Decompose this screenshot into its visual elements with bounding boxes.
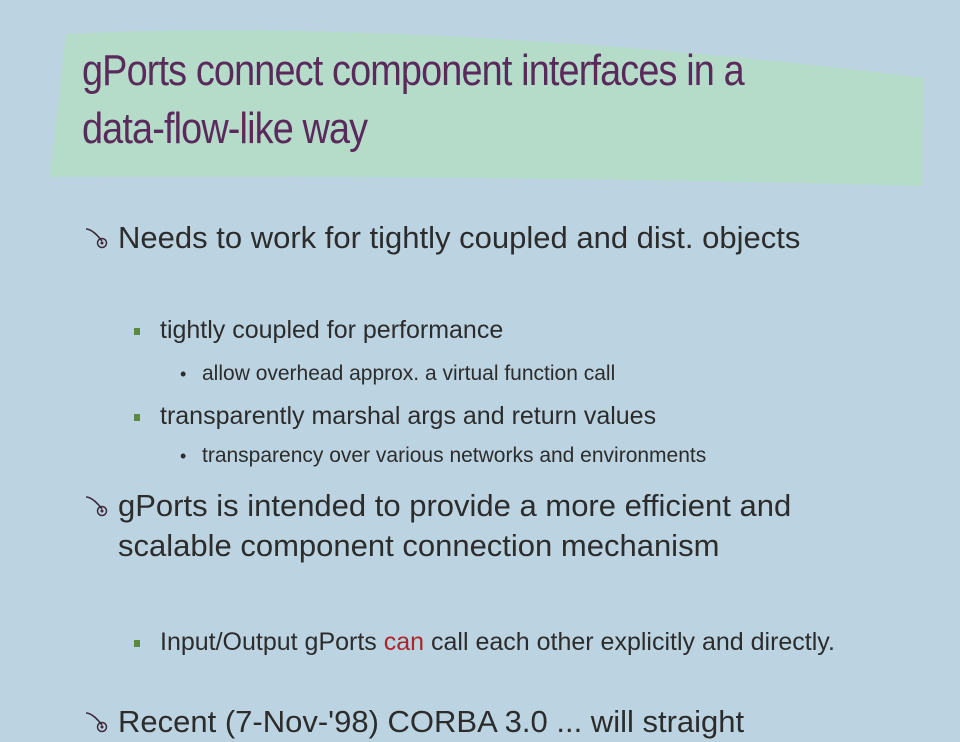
sub-sub-bullet-text: transparency over various networks and e… <box>202 444 707 467</box>
pen-nib-icon <box>85 712 108 733</box>
sub-bullet-text: transparently marshal args and return va… <box>160 402 657 430</box>
bullet-item: Needs to work for tightly coupled and di… <box>85 218 878 258</box>
sub-bullet-text-after: call each other explicitly and directly. <box>424 628 835 656</box>
slide: gPorts connect component interfaces in a… <box>50 30 924 739</box>
bullet-text: gPorts is intended to provide a more eff… <box>118 488 792 563</box>
slide-title: gPorts connect component interfaces in a… <box>82 46 745 153</box>
sub-sub-bullet-item: • transparency over various networks and… <box>180 442 892 470</box>
pen-nib-icon <box>85 496 108 517</box>
sub-bullet-item: tightly coupled for performance <box>134 312 860 348</box>
sub-bullet-text-before: Input/Output gPorts <box>160 628 384 656</box>
sub-bullet-text: tightly coupled for performance <box>160 316 504 344</box>
square-bullet-icon <box>134 414 140 421</box>
bullet-text: Recent (7-Nov-'98) CORBA 3.0 ... will st… <box>118 704 745 739</box>
bullet-text: Needs to work for tightly coupled and di… <box>118 220 801 255</box>
sub-sub-bullet-item: • allow overhead approx. a virtual funct… <box>180 360 892 388</box>
sub-bullet-text-emphasis: can <box>383 628 425 656</box>
title-banner <box>50 30 924 187</box>
pen-nib-icon <box>85 228 108 249</box>
bullet-item: Recent (7-Nov-'98) CORBA 3.0 ... will st… <box>85 702 878 742</box>
sub-sub-bullet-text: allow overhead approx. a virtual functio… <box>202 362 616 385</box>
square-bullet-icon <box>134 640 140 647</box>
sub-bullet-item: Input/Output gPorts can call each other … <box>134 624 860 660</box>
slide-body: Needs to work for tightly coupled and di… <box>85 218 892 739</box>
sub-bullet-item: transparently marshal args and return va… <box>134 398 860 434</box>
square-bullet-icon <box>134 328 140 335</box>
dot-bullet-icon: • <box>180 364 187 384</box>
dot-bullet-icon: • <box>180 446 187 466</box>
bullet-item: gPorts is intended to provide a more eff… <box>85 486 878 566</box>
